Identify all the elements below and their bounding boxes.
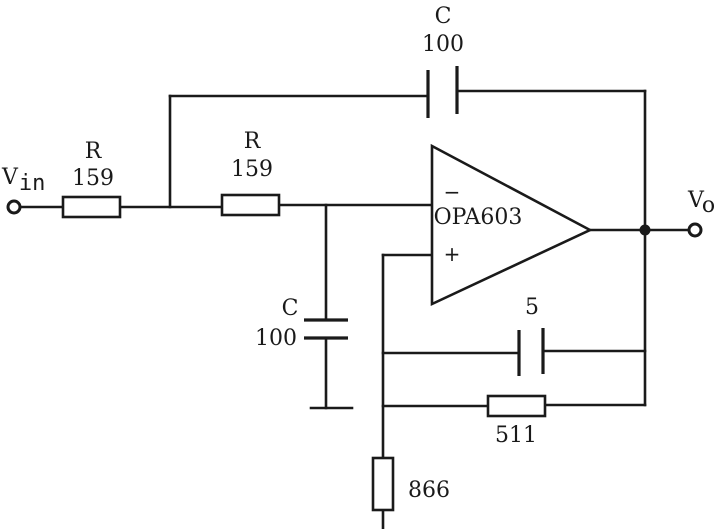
opamp-symbol xyxy=(430,143,593,307)
r-input-name: R xyxy=(85,139,103,164)
resistor-r-input xyxy=(61,195,122,219)
c-ground-value: 100 xyxy=(255,326,297,351)
resistor-r-ground xyxy=(371,456,395,512)
wires xyxy=(18,89,690,529)
capacitor-c-comp xyxy=(517,328,545,376)
resistor-r-feedback xyxy=(486,394,547,418)
r-second-name: R xyxy=(244,129,262,154)
resistor-r-second xyxy=(220,193,281,217)
input-terminal xyxy=(6,199,22,215)
opamp-inverting-sign: − xyxy=(444,180,461,204)
r-second-value: 159 xyxy=(231,157,273,182)
opamp-name: OPA603 xyxy=(434,205,523,230)
r-feedback-value: 511 xyxy=(495,423,537,448)
c-comp-value: 5 xyxy=(525,295,539,320)
capacitor-c-ground xyxy=(304,318,348,340)
c-feedback-value: 100 xyxy=(422,32,464,57)
c-feedback-name: C xyxy=(435,4,452,29)
r-input-value: 159 xyxy=(72,166,114,191)
capacitor-c-feedback xyxy=(426,66,459,118)
r-ground-value: 866 xyxy=(408,478,450,503)
output-junction-dot xyxy=(639,224,651,236)
output-label: Vo xyxy=(687,188,715,218)
output-terminal xyxy=(687,222,703,238)
opamp-noninverting-sign: + xyxy=(444,242,461,266)
input-label: Vin xyxy=(1,165,45,196)
c-ground-name: C xyxy=(282,296,299,321)
